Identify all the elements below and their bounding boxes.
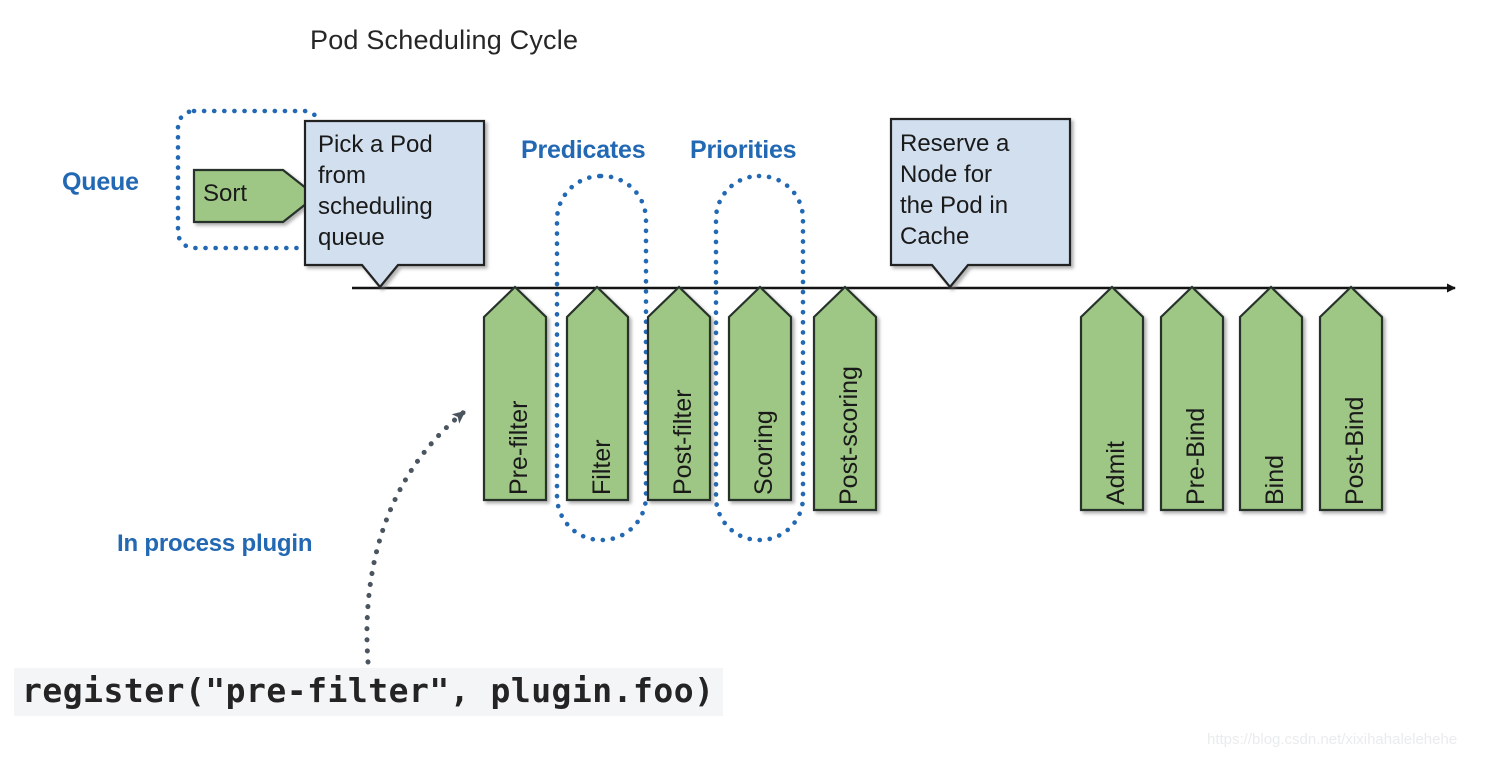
- predicates-group-outline: [554, 173, 649, 543]
- queue-group-outline: [175, 108, 323, 251]
- callout-pick-a-pod-shape: [303, 119, 486, 289]
- arrow-bind: [1238, 285, 1304, 512]
- arrow-admit: [1079, 285, 1145, 512]
- plugin-pointer-arrow: [364, 409, 467, 665]
- extension-point-label-scoring: Scoring: [750, 410, 778, 495]
- extension-point-label-pre-filter: Pre-filter: [505, 400, 533, 495]
- sort-shape: [192, 168, 318, 224]
- arrow-post-scoring: [812, 285, 878, 512]
- watermark: https://blog.csdn.net/xixihahalelehehe: [1207, 731, 1458, 748]
- callout-pick-a-pod-text: Pick a Pod from scheduling queue: [318, 131, 433, 251]
- priorities-group-outline: [713, 173, 806, 543]
- extension-point-arrows: [482, 285, 1384, 512]
- arrow-post-filter: [646, 285, 712, 502]
- extension-point-label-post-scoring: Post-scoring: [835, 366, 863, 505]
- in-process-plugin-label: In process plugin: [117, 530, 313, 557]
- callout-reserve-node-shape: [889, 117, 1072, 289]
- arrow-scoring: [727, 285, 793, 502]
- extension-point-label-admit: Admit: [1102, 441, 1130, 505]
- arrow-pre-filter: [482, 285, 548, 502]
- extension-point-label-pre-bind: Pre-Bind: [1182, 407, 1210, 505]
- code-snippet: register("pre-filter", plugin.foo): [14, 668, 723, 716]
- queue-group-label: Queue: [62, 168, 139, 196]
- extension-point-label-bind: Bind: [1261, 454, 1289, 505]
- sort-stage-label: Sort: [203, 180, 248, 207]
- extension-point-label-post-bind: Post-Bind: [1341, 396, 1369, 505]
- priorities-group-label: Priorities: [690, 136, 797, 164]
- arrow-pre-bind: [1159, 285, 1225, 512]
- arrow-post-bind: [1318, 285, 1384, 512]
- callout-reserve-node-text: Reserve a Node for the Pod in Cache: [900, 130, 1010, 250]
- extension-point-label-post-filter: Post-filter: [669, 389, 697, 495]
- extension-point-label-filter: Filter: [588, 439, 616, 495]
- predicates-group-label: Predicates: [521, 136, 646, 164]
- arrow-filter: [565, 285, 630, 502]
- page-title: Pod Scheduling Cycle: [310, 25, 579, 55]
